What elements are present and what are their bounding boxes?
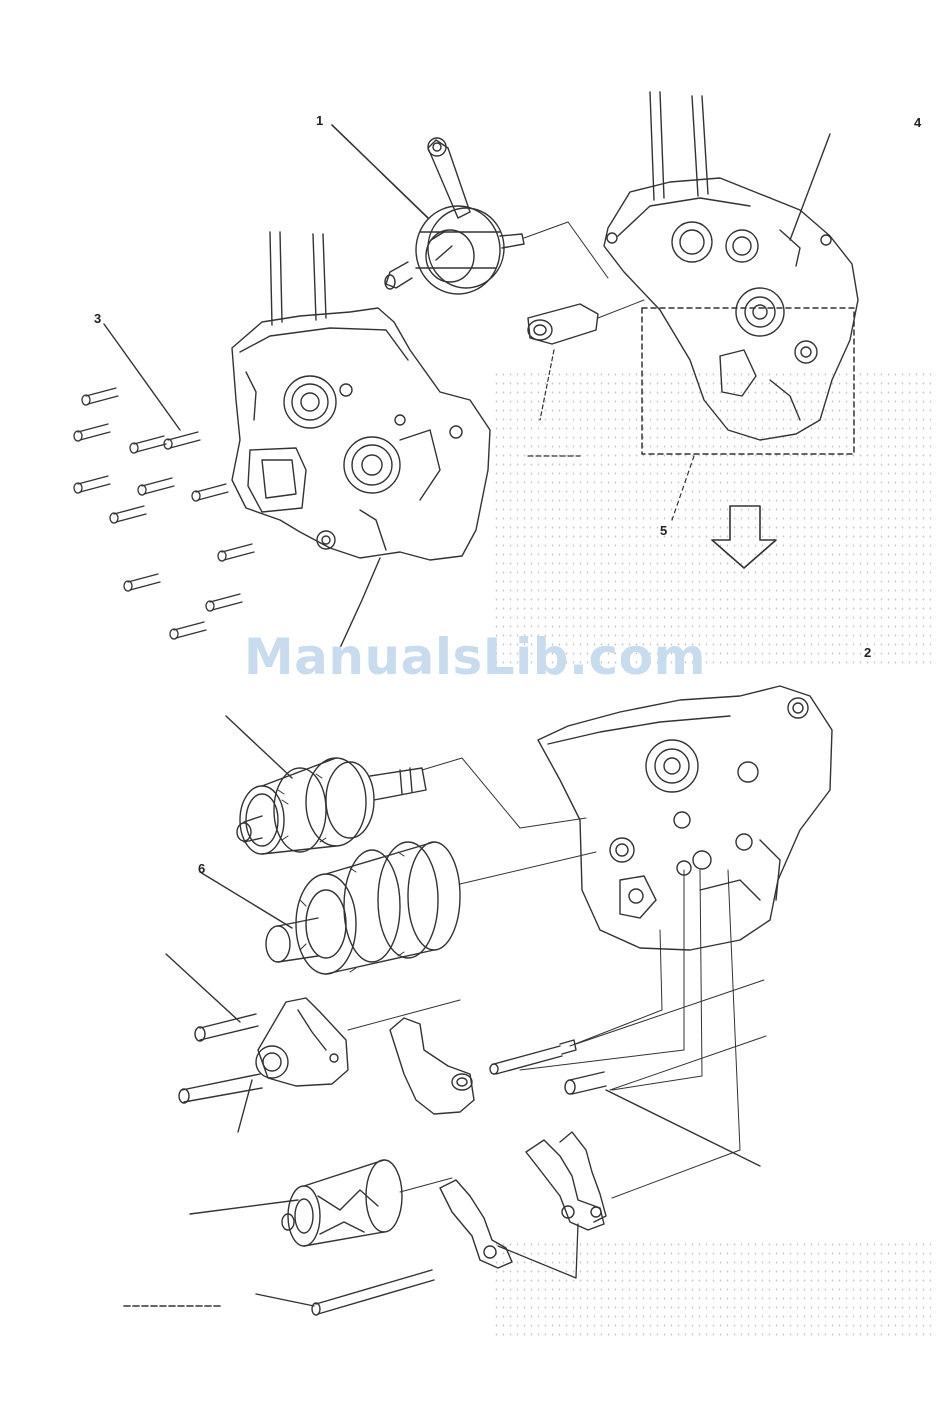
right-crankcase-half	[604, 92, 858, 440]
bearing-cap	[528, 300, 644, 344]
screws-set	[74, 388, 254, 639]
down-arrow-icon	[712, 506, 776, 568]
shift-forks-pair	[440, 1132, 606, 1268]
countershaft-gears	[266, 842, 460, 974]
callout-3: 3	[94, 312, 101, 325]
left-crankcase-half	[232, 232, 490, 560]
transmission-case	[538, 686, 832, 950]
detail-box	[642, 308, 854, 454]
crankshaft-assembly	[385, 138, 524, 294]
shift-drum	[282, 1160, 402, 1246]
main-shaft-gears	[237, 758, 426, 854]
callout-5: 5	[660, 524, 667, 537]
callout-6: 6	[198, 862, 205, 875]
shift-fork	[390, 1018, 474, 1114]
shift-shaft-assembly	[179, 998, 348, 1103]
callout-4: 4	[914, 116, 921, 129]
callout-1: 1	[316, 114, 323, 127]
watermark: ManualsLib.com	[0, 628, 950, 686]
fork-shaft	[312, 1270, 434, 1315]
